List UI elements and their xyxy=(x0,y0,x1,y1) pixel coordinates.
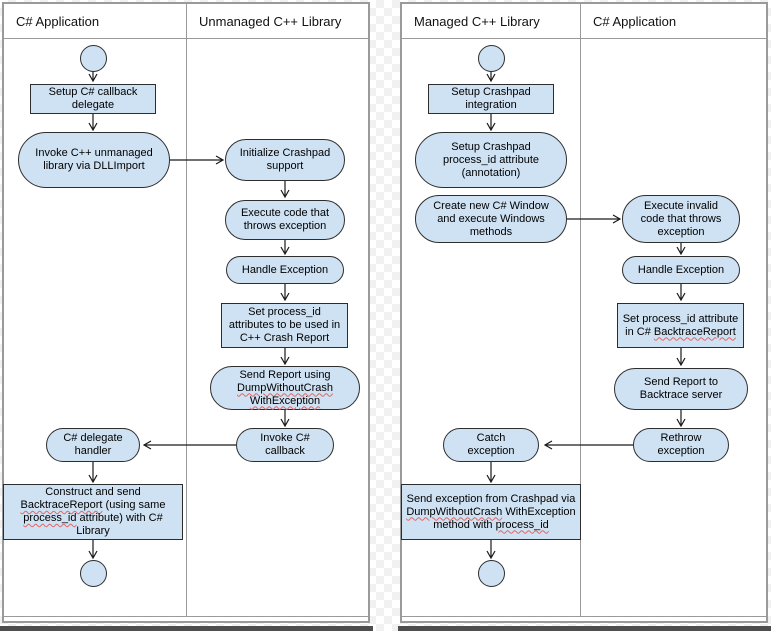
label-part-squiggled: DumpWithoutCrash xyxy=(237,381,333,394)
node-label: Setup Crashpad process_id attribute (ann… xyxy=(443,140,539,179)
node-construct-backtrace-report: Construct and send BacktraceReport (usin… xyxy=(3,484,183,540)
node-label: Send Report using DumpWithoutCrash WithE… xyxy=(224,369,346,408)
node-label: Setup Crashpad integration xyxy=(451,86,531,111)
end-node xyxy=(80,560,107,587)
label-part: (using same xyxy=(102,499,166,511)
label-part: attribute) with C# Library xyxy=(76,512,163,537)
node-label: Handle Exception xyxy=(241,263,329,276)
node-invoke-cpp-library: Invoke C++ unmanaged library via DLLImpo… xyxy=(18,132,170,188)
label-part-squiggled: BacktraceReport xyxy=(653,325,736,338)
node-label: Handle Exception xyxy=(637,263,725,276)
start-node xyxy=(80,45,107,72)
lane-bottom-line xyxy=(4,616,368,617)
node-label: Set process_id attributes to be used in … xyxy=(228,306,341,344)
node-initialize-crashpad: Initialize Crashpad support xyxy=(225,139,345,181)
end-node-2 xyxy=(478,560,505,587)
node-label: Initialize Crashpad support xyxy=(239,147,331,172)
label-part-squiggled: DumpWithoutCrash xyxy=(406,505,503,518)
window-edge-bar xyxy=(0,626,373,631)
node-label: Send exception from Crashpad via DumpWit… xyxy=(406,493,576,532)
node-handle-exception-2: Handle Exception xyxy=(622,256,740,284)
node-label: Send Report to Backtrace server xyxy=(639,376,723,401)
node-label: Invoke C++ unmanaged library via DLLImpo… xyxy=(35,147,153,172)
lane-header-csharp-application-2: C# Application xyxy=(593,13,677,29)
label-part-squiggled: process_id xyxy=(495,518,549,531)
node-label: Catch exception xyxy=(467,432,515,457)
node-catch-exception: Catch exception xyxy=(443,428,539,462)
lane-header-unmanaged-cpp-library: Unmanaged C++ Library xyxy=(199,13,342,29)
node-label: Execute invalid code that throws excepti… xyxy=(640,199,722,238)
node-create-window: Create new C# Window and execute Windows… xyxy=(415,195,567,243)
node-label: Create new C# Window and execute Windows… xyxy=(433,199,549,238)
node-label: Set process_id attribute in C# Backtrace… xyxy=(622,313,739,339)
label-part-squiggled: process_id xyxy=(23,512,77,524)
node-label: Rethrow exception xyxy=(657,432,705,457)
node-setup-crashpad-attribute: Setup Crashpad process_id attribute (ann… xyxy=(415,132,567,188)
node-handle-exception: Handle Exception xyxy=(226,256,344,284)
label-part-squiggled: WithException xyxy=(249,394,321,407)
node-label: Invoke C# callback xyxy=(260,432,310,457)
node-execute-code: Execute code that throws exception xyxy=(225,200,345,240)
lane-header-managed-cpp-library: Managed C++ Library xyxy=(414,13,540,29)
start-node-2 xyxy=(478,45,505,72)
lane-divider xyxy=(186,4,187,616)
label-part: Send Report using xyxy=(239,368,331,381)
node-setup-crashpad-integration: Setup Crashpad integration xyxy=(428,84,554,114)
node-label: C# delegate handler xyxy=(63,432,123,457)
label-part: Construct and send xyxy=(45,486,141,498)
node-set-process-id: Set process_id attributes to be used in … xyxy=(221,303,348,348)
lane-header-separator xyxy=(402,38,766,39)
lane-divider xyxy=(580,4,581,616)
node-send-report-to-server: Send Report to Backtrace server xyxy=(614,368,748,410)
node-delegate-handler: C# delegate handler xyxy=(46,428,140,462)
label-part: Set process_id attribute in C# xyxy=(622,312,739,338)
node-rethrow-exception: Rethrow exception xyxy=(633,428,729,462)
node-setup-callback: Setup C# callback delegate xyxy=(30,84,156,114)
window-edge-bar xyxy=(398,626,771,631)
lane-bottom-line xyxy=(402,616,766,617)
node-invoke-csharp-callback: Invoke C# callback xyxy=(236,428,334,462)
node-label: Execute code that throws exception xyxy=(240,207,330,232)
label-part-squiggled: BacktraceReport xyxy=(20,499,103,511)
node-label: Construct and send BacktraceReport (usin… xyxy=(8,486,178,538)
node-label: Setup C# callback delegate xyxy=(48,86,138,111)
label-part: Send exception from Crashpad via xyxy=(406,492,576,505)
node-send-report-dumpwithoutcrash: Send Report using DumpWithoutCrash WithE… xyxy=(210,366,360,410)
label-part: WithException method with xyxy=(433,505,576,531)
node-send-exception-from-crashpad: Send exception from Crashpad via DumpWit… xyxy=(401,484,581,540)
lane-header-csharp-application: C# Application xyxy=(16,13,100,29)
node-execute-invalid-code: Execute invalid code that throws excepti… xyxy=(622,195,740,243)
node-set-process-id-attribute: Set process_id attribute in C# Backtrace… xyxy=(617,303,744,348)
